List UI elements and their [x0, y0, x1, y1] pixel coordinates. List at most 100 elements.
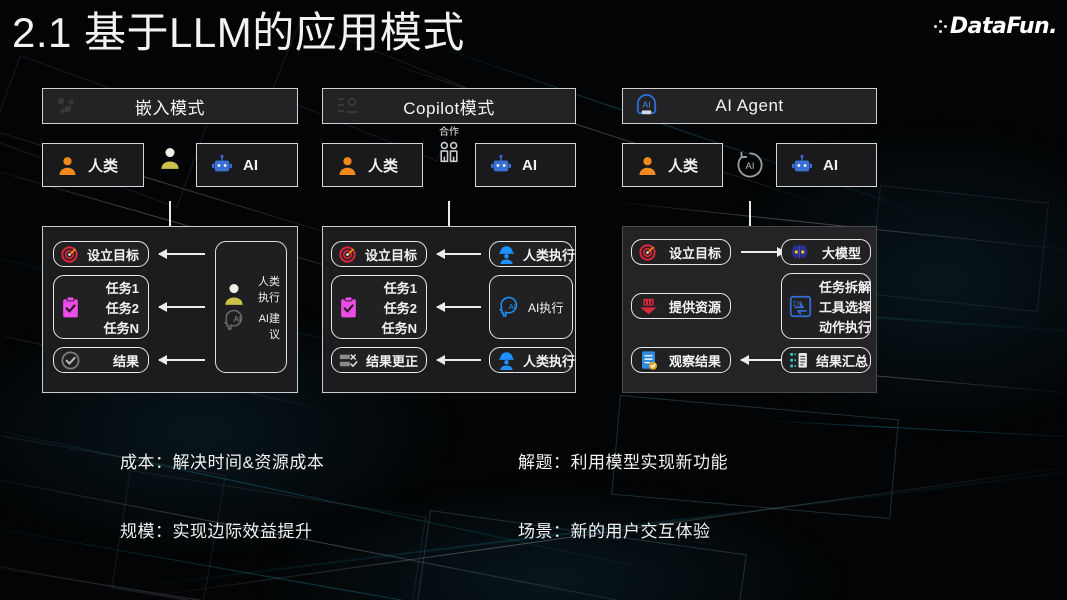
- clipboard-pink-icon: [61, 296, 80, 319]
- svg-text:AI: AI: [745, 161, 754, 172]
- column-agent: AI AI Agent 人类: [622, 88, 877, 393]
- check-grey-icon: [61, 351, 80, 370]
- copilot-task-1: 任务1: [383, 280, 417, 296]
- actor-ai-embed[interactable]: AI: [196, 143, 298, 187]
- copilot-tasks-pill[interactable]: 任务1 任务2 任务N: [331, 275, 427, 339]
- actor-human-embed[interactable]: 人类: [42, 143, 144, 187]
- column-copilot-title: Copilot模式: [403, 98, 495, 118]
- copilot-correction-pill[interactable]: 结果更正: [331, 347, 427, 373]
- agent-step-2: 工具选择: [819, 299, 872, 315]
- embed-task-2: 任务2: [105, 300, 139, 316]
- column-embed: 嵌入模式 人类: [42, 88, 298, 393]
- embed-executor-line-1: 人类执行: [258, 275, 280, 304]
- target-red-icon: [61, 245, 78, 263]
- actor-human-agent-label: 人类: [668, 157, 699, 175]
- target-red-icon: [339, 245, 356, 263]
- copilot-arrow-2: [437, 306, 481, 308]
- embed-task-1: 任务1: [105, 280, 139, 296]
- embed-result-pill[interactable]: 结果: [53, 347, 149, 373]
- embed-executor-box[interactable]: AI 人类执行 AI建议: [215, 241, 287, 373]
- column-agent-actors: 人类 AI: [622, 143, 877, 187]
- copilot-human-exec-bottom[interactable]: 人类执行: [489, 347, 576, 373]
- caption-scale: 规模：实现边际效益提升: [120, 522, 313, 541]
- datafun-logo: DataFun.: [933, 14, 1058, 39]
- agent-steps-lines: 任务拆解 工具选择 动作执行: [819, 277, 871, 336]
- actor-human-agent[interactable]: 人类: [622, 143, 723, 187]
- copilot-human-exec-top[interactable]: 人类执行: [489, 241, 576, 267]
- correction-grey-icon: [339, 352, 359, 369]
- copilot-tasks-lines: 任务1 任务2 任务N: [382, 278, 417, 337]
- copilot-dim-icon: [333, 93, 359, 119]
- copilot-arrow-1: [437, 253, 481, 255]
- embed-set-goal-label: 设立目标: [86, 247, 139, 263]
- resource-red-icon: [639, 297, 658, 316]
- list-teal-icon: [789, 351, 809, 370]
- actor-ai-copilot-label: AI: [522, 156, 537, 174]
- column-agent-header[interactable]: AI AI Agent: [622, 88, 877, 124]
- column-copilot-flow-arrow: [448, 201, 450, 246]
- svg-text:AI: AI: [642, 100, 650, 110]
- svg-text:AI: AI: [508, 302, 515, 311]
- target-red-icon: [639, 243, 656, 261]
- caption-solve: 解题：利用模型实现新功能: [518, 453, 728, 472]
- column-embed-header[interactable]: 嵌入模式: [42, 88, 298, 124]
- copilot-human-exec-top-label: 人类执行: [523, 247, 576, 263]
- column-copilot-middle-actor: 合作: [436, 127, 462, 165]
- svg-text:AI: AI: [234, 315, 241, 324]
- agent-steps-pill[interactable]: 工作 任务拆解 工具选择 动作执行: [781, 273, 871, 339]
- column-copilot-panel: 设立目标 任务1 任务2 任务N: [322, 226, 576, 393]
- robot-blue-icon: [211, 155, 233, 175]
- robot-blue-icon: [791, 155, 813, 175]
- agent-summary-pill[interactable]: 结果汇总: [781, 347, 871, 373]
- column-copilot-header[interactable]: Copilot模式: [322, 88, 576, 124]
- ai-head-blue-icon: AI: [497, 295, 521, 319]
- agent-arrow-to-model: [741, 251, 785, 253]
- embed-set-goal-pill[interactable]: 设立目标: [53, 241, 149, 267]
- copilot-arrow-3: [437, 359, 481, 361]
- actor-ai-copilot[interactable]: AI: [475, 143, 576, 187]
- copilot-ai-exec[interactable]: AI AI执行: [489, 275, 573, 339]
- svg-text:工作: 工作: [792, 299, 803, 307]
- logo-dots-icon: [933, 20, 947, 33]
- agent-provide-resource-pill[interactable]: 提供资源: [631, 293, 731, 319]
- actor-human-copilot-label: 人类: [368, 157, 399, 175]
- column-copilot: Copilot模式 人类 合作: [322, 88, 576, 393]
- caption-cost: 成本：解决时间&资源成本: [120, 453, 325, 472]
- agent-summary-label: 结果汇总: [816, 353, 869, 369]
- actor-human-embed-label: 人类: [88, 157, 119, 175]
- copilot-set-goal-pill[interactable]: 设立目标: [331, 241, 427, 267]
- robot-blue-icon: [490, 155, 512, 175]
- agent-set-goal-pill[interactable]: 设立目标: [631, 239, 731, 265]
- embed-tasks-lines: 任务1 任务2 任务N: [104, 278, 139, 337]
- page-title: 2.1 基于LLM的应用模式: [12, 9, 465, 56]
- agent-large-model-label: 大模型: [821, 245, 861, 261]
- copilot-task-2: 任务2: [383, 300, 417, 316]
- actor-human-copilot[interactable]: 人类: [322, 143, 423, 187]
- copilot-ai-exec-label: AI执行: [528, 300, 564, 315]
- embed-executor-icons: AI: [222, 282, 246, 332]
- embed-tasks-pill[interactable]: 任务1 任务2 任务N: [53, 275, 149, 339]
- column-agent-title: AI Agent: [715, 96, 784, 115]
- person-orange-icon: [337, 155, 358, 176]
- two-people-icon: [436, 139, 462, 165]
- person-yellow-icon: [224, 282, 244, 306]
- embed-arrow-3: [159, 359, 205, 361]
- actor-ai-agent[interactable]: AI: [776, 143, 877, 187]
- column-agent-panel: 设立目标 提供资源: [622, 226, 877, 393]
- agent-provide-resource-label: 提供资源: [668, 299, 721, 315]
- copilot-task-n: 任务N: [381, 320, 417, 336]
- person-yellow-icon: [160, 146, 180, 170]
- actor-ai-embed-label: AI: [243, 156, 258, 174]
- worker-blue-icon: [497, 245, 516, 264]
- embed-executor-lines: 人类执行 AI建议: [250, 273, 280, 342]
- column-embed-title: 嵌入模式: [135, 98, 205, 118]
- embed-arrow-1: [159, 253, 205, 255]
- embed-dim-icon: [53, 93, 79, 119]
- copilot-human-exec-bottom-label: 人类执行: [523, 353, 576, 369]
- agent-set-goal-label: 设立目标: [668, 245, 721, 261]
- agent-step-3: 动作执行: [819, 319, 872, 335]
- worker-blue-icon: [497, 351, 516, 370]
- agent-observe-result-pill[interactable]: 观察结果: [631, 347, 731, 373]
- agent-large-model-pill[interactable]: 大模型: [781, 239, 871, 265]
